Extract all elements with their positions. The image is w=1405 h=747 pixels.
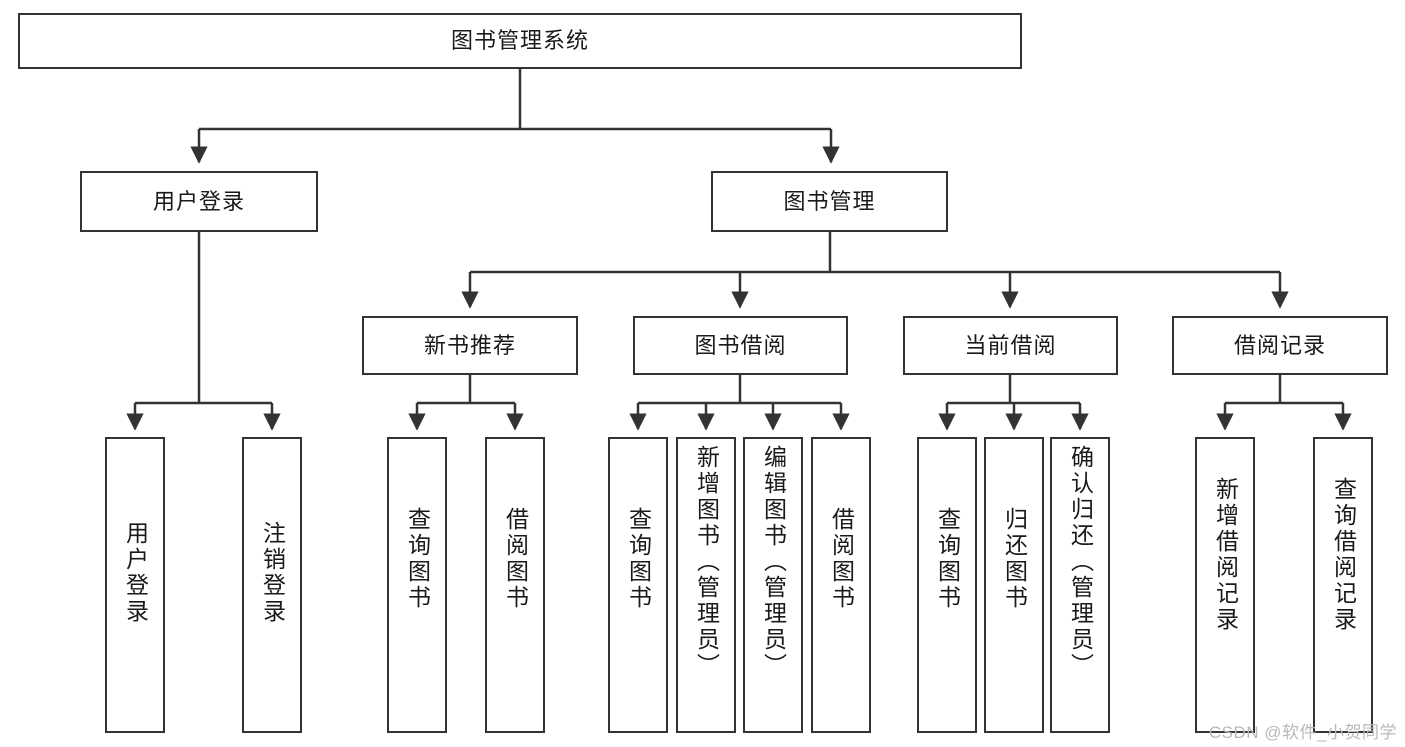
node-leaf-query-book-1-label: 查询图书 — [404, 507, 431, 611]
node-book-borrow-label: 图书借阅 — [694, 332, 787, 358]
node-leaf-query-book-2-label: 查询图书 — [625, 507, 652, 611]
node-leaf-user-login-label: 用户登录 — [122, 521, 149, 625]
node-current-borrow-label: 当前借阅 — [964, 332, 1057, 358]
node-leaf-query-record-label: 查询借阅记录 — [1330, 477, 1357, 633]
node-borrow-record-label: 借阅记录 — [1233, 332, 1326, 358]
node-book-borrow[interactable]: 图书借阅 — [633, 316, 848, 375]
node-leaf-query-book-1[interactable]: 查询图书 — [387, 437, 447, 733]
node-root-label: 图书管理系统 — [450, 28, 589, 54]
watermark: CSDN @软件_小贺同学 — [1208, 723, 1397, 742]
node-leaf-edit-book[interactable]: 编辑图书（管理员） — [743, 437, 803, 733]
node-user-login-label: 用户登录 — [152, 188, 245, 214]
node-book-manage[interactable]: 图书管理 — [711, 171, 948, 232]
node-leaf-add-record[interactable]: 新增借阅记录 — [1195, 437, 1255, 733]
node-leaf-confirm-return[interactable]: 确认归还（管理员） — [1050, 437, 1110, 733]
node-user-login[interactable]: 用户登录 — [80, 171, 318, 232]
node-new-book-recommend-label: 新书推荐 — [423, 332, 516, 358]
node-leaf-query-book-3-label: 查询图书 — [934, 507, 961, 611]
node-leaf-borrow-book-1[interactable]: 借阅图书 — [485, 437, 545, 733]
node-leaf-query-book-3[interactable]: 查询图书 — [917, 437, 977, 733]
node-leaf-confirm-return-label: 确认归还（管理员） — [1067, 445, 1094, 679]
node-current-borrow[interactable]: 当前借阅 — [903, 316, 1118, 375]
node-leaf-logout-login[interactable]: 注销登录 — [242, 437, 302, 733]
node-leaf-add-book[interactable]: 新增图书（管理员） — [676, 437, 736, 733]
node-leaf-logout-login-label: 注销登录 — [259, 521, 286, 625]
node-leaf-return-book-label: 归还图书 — [1001, 507, 1028, 611]
node-leaf-query-book-2[interactable]: 查询图书 — [608, 437, 668, 733]
node-leaf-edit-book-label: 编辑图书（管理员） — [760, 445, 787, 679]
node-leaf-add-book-label: 新增图书（管理员） — [693, 445, 720, 679]
node-new-book-recommend[interactable]: 新书推荐 — [362, 316, 578, 375]
node-borrow-record[interactable]: 借阅记录 — [1172, 316, 1388, 375]
node-leaf-add-record-label: 新增借阅记录 — [1212, 477, 1239, 633]
node-leaf-borrow-book-2[interactable]: 借阅图书 — [811, 437, 871, 733]
node-root[interactable]: 图书管理系统 — [18, 13, 1022, 69]
node-leaf-borrow-book-2-label: 借阅图书 — [828, 507, 855, 611]
node-leaf-borrow-book-1-label: 借阅图书 — [502, 507, 529, 611]
node-book-manage-label: 图书管理 — [783, 188, 876, 214]
node-leaf-return-book[interactable]: 归还图书 — [984, 437, 1044, 733]
node-leaf-query-record[interactable]: 查询借阅记录 — [1313, 437, 1373, 733]
node-leaf-user-login[interactable]: 用户登录 — [105, 437, 165, 733]
